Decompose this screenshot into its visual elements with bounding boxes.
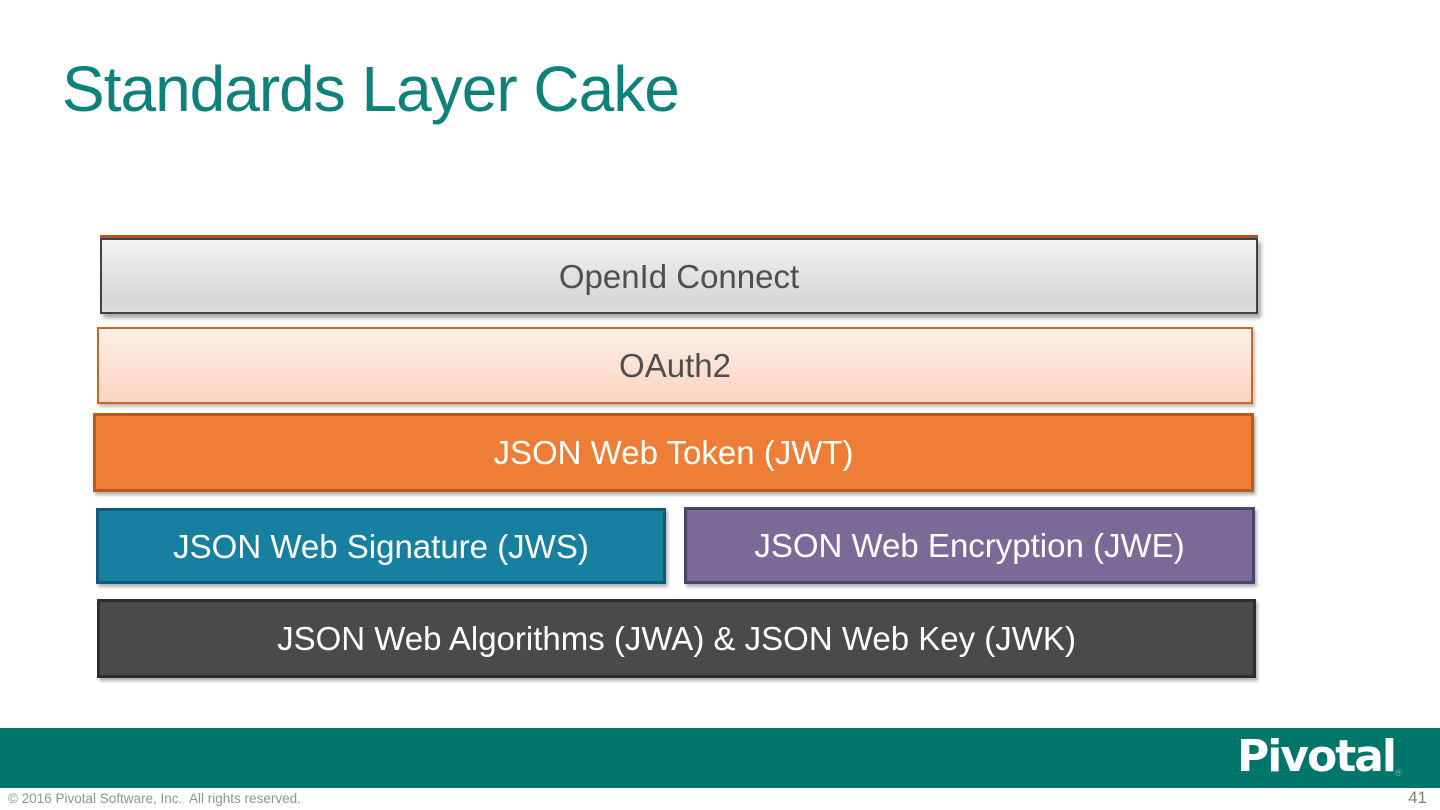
page-title: Standards Layer Cake xyxy=(62,53,680,125)
layer-box-jwe: JSON Web Encryption (JWE) xyxy=(684,507,1255,584)
layer-box-openid-connect: OpenId Connect xyxy=(100,238,1258,314)
page-number: 41 xyxy=(1408,788,1427,807)
pivotal-logo: Pivotal xyxy=(1236,731,1397,782)
layer-box-jwt: JSON Web Token (JWT) xyxy=(93,413,1254,492)
registered-trademark-mark: ® xyxy=(1395,768,1402,778)
layer-box-jwa-jwk: JSON Web Algorithms (JWA) & JSON Web Key… xyxy=(97,599,1256,678)
layer-box-oauth2: OAuth2 xyxy=(97,327,1253,404)
copyright-text: © 2016 Pivotal Software, Inc. All rights… xyxy=(8,791,301,806)
layer-box-jws: JSON Web Signature (JWS) xyxy=(96,508,666,584)
footer-brand-bar: Pivotal ® xyxy=(0,728,1440,788)
